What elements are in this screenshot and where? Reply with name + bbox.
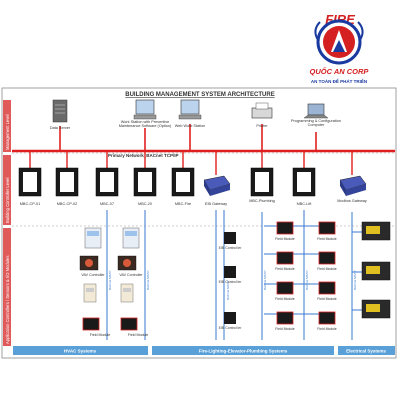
printer-icon bbox=[251, 107, 273, 119]
data-server-label: Data Server bbox=[50, 126, 71, 130]
hvac-devices: VAV Controller VAV Controller Field Modu… bbox=[79, 227, 149, 337]
logo-inner-mark bbox=[333, 40, 345, 52]
svg-text:BACnet MSTP: BACnet MSTP bbox=[353, 270, 357, 290]
controller-mbc-lift: MBC-Lift bbox=[292, 167, 316, 206]
logo-slogan: AN TOÀN ĐỂ PHÁT TRIỂN bbox=[311, 78, 367, 84]
svg-text:Electrical Systems: Electrical Systems bbox=[346, 349, 386, 354]
controller-row: MBC-CP-01 MBC-CP-02 MBC-07 MBC-20 MBC-Fi… bbox=[18, 151, 367, 206]
logo-swoosh-right bbox=[357, 21, 364, 41]
svg-text:Fire-Lighting-Elevator-Plumbin: Fire-Lighting-Elevator-Plumbing Systems bbox=[199, 349, 288, 354]
svg-text:HVAC Systems: HVAC Systems bbox=[64, 349, 97, 354]
svg-text:Field Module: Field Module bbox=[317, 327, 337, 331]
svg-text:Field Module: Field Module bbox=[275, 267, 295, 271]
laptop-icon bbox=[307, 103, 325, 116]
data-server: Data Server bbox=[50, 99, 71, 130]
programming-computer: Programming & Configuration Computer bbox=[290, 103, 342, 128]
svg-text:MBC-Lift: MBC-Lift bbox=[297, 202, 313, 206]
workstation-drops bbox=[59, 124, 317, 151]
work-station: Work Station with Preventive Maintenance… bbox=[118, 99, 172, 129]
svg-text:MBC-Fire: MBC-Fire bbox=[175, 202, 191, 206]
field-modules-fire: Field Module Field Module Field Module F… bbox=[275, 221, 337, 331]
eib-controllers: EIB Control ler EIB Control ler EIB Cont… bbox=[219, 232, 241, 330]
svg-text:BACnet MSTP: BACnet MSTP bbox=[108, 270, 112, 290]
svg-text:BACnet MSTP: BACnet MSTP bbox=[226, 280, 230, 300]
vav-label-2: VAV Controller bbox=[119, 273, 143, 277]
svg-text:BACnet MSTP: BACnet MSTP bbox=[305, 270, 309, 290]
controller-mbc-cp-02: MBC-CP-02 bbox=[55, 167, 79, 206]
controller-mbc-plumbing: MBC-Plumbing bbox=[249, 167, 275, 203]
monitor-icon bbox=[180, 99, 200, 115]
level-bar-building bbox=[3, 155, 11, 225]
logo-brand-name: QUỐC AN CORP bbox=[310, 67, 370, 76]
vav-label-1: VAV Controller bbox=[81, 273, 105, 277]
keyboard-icon bbox=[133, 114, 157, 120]
svg-text:MBC-CP-01: MBC-CP-01 bbox=[20, 202, 40, 206]
bus-labels: BACnet MSTP BACnet MSTP BACnet MSTP BACn… bbox=[108, 270, 357, 300]
svg-text:Field Module: Field Module bbox=[317, 297, 337, 301]
level-bar-application bbox=[3, 228, 11, 346]
controller-mbc-fire: MBC-Fire bbox=[171, 167, 195, 206]
footer-electrical bbox=[338, 346, 395, 355]
svg-text:MBC-CP-02: MBC-CP-02 bbox=[57, 202, 77, 206]
sensor-icon bbox=[83, 283, 97, 303]
server-icon bbox=[52, 99, 68, 123]
svg-text:Field Module: Field Module bbox=[317, 237, 337, 241]
footer-hvac bbox=[13, 346, 148, 355]
level-label-management: Management Level bbox=[5, 114, 10, 150]
level-label-application: Application Controllers / Sensors & I/O … bbox=[5, 256, 10, 344]
svg-text:EIB Gateway: EIB Gateway bbox=[205, 202, 227, 206]
level-bars: Management Level Building Controller Lev… bbox=[3, 100, 11, 346]
modbus-gateway: Modbus Gateway bbox=[337, 175, 367, 203]
field-module-icon bbox=[120, 317, 138, 331]
svg-text:BACnet MSTP: BACnet MSTP bbox=[263, 270, 267, 290]
eib-controller-icon bbox=[224, 312, 236, 324]
level-bar-management bbox=[3, 100, 11, 152]
network-label: Primary Network_BACnet TCP/IP bbox=[108, 153, 179, 158]
svg-text:Field Module: Field Module bbox=[128, 333, 149, 337]
field-module-icon bbox=[82, 317, 100, 331]
eib-gateway: EIB Gateway bbox=[203, 175, 231, 206]
svg-text:Field Module: Field Module bbox=[275, 327, 295, 331]
eib-controller-icon bbox=[224, 232, 236, 244]
sensor-icon bbox=[120, 283, 134, 303]
web-station-label: Web Work Station bbox=[175, 124, 205, 128]
controller-mbc-07: MBC-07 bbox=[95, 167, 119, 206]
controller-mbc-cp-01: MBC-CP-01 bbox=[18, 167, 42, 206]
svg-text:Field Module: Field Module bbox=[90, 333, 111, 337]
work-station-label: Work Station with Preventive Maintenance… bbox=[118, 120, 172, 129]
diagram-title: BUILDING MANAGEMENT SYSTEM ARCHITECTURE bbox=[125, 92, 274, 98]
footer-fire bbox=[152, 346, 334, 355]
keyboard-icon bbox=[178, 114, 202, 120]
electrical-meters bbox=[361, 221, 391, 319]
controller-mbc-20: MBC-20 bbox=[133, 167, 157, 206]
eib-controller-icon bbox=[224, 266, 236, 278]
monitor-icon bbox=[135, 99, 155, 115]
svg-text:MBC-07: MBC-07 bbox=[100, 202, 114, 206]
printer-label: Printer bbox=[256, 124, 268, 128]
system-footer: HVAC Systems Fire-Lighting-Elevator-Plum… bbox=[13, 346, 395, 355]
web-work-station: Web Work Station bbox=[175, 99, 205, 128]
printer: Printer bbox=[251, 102, 273, 128]
svg-text:BACnet MSTP: BACnet MSTP bbox=[146, 270, 150, 290]
programming-label: Programming & Configuration Computer bbox=[290, 119, 342, 128]
level-label-building: Building Controller Level bbox=[5, 178, 10, 223]
logo-swoosh-left bbox=[314, 21, 321, 41]
company-logo: FIRE QUỐC AN CORP AN TOÀN ĐỂ PHÁT TRIỂN bbox=[310, 12, 370, 84]
svg-text:MBC-20: MBC-20 bbox=[138, 202, 152, 206]
svg-text:Field Module: Field Module bbox=[275, 237, 295, 241]
svg-text:Field Module: Field Module bbox=[275, 297, 295, 301]
svg-text:Field Module: Field Module bbox=[317, 267, 337, 271]
